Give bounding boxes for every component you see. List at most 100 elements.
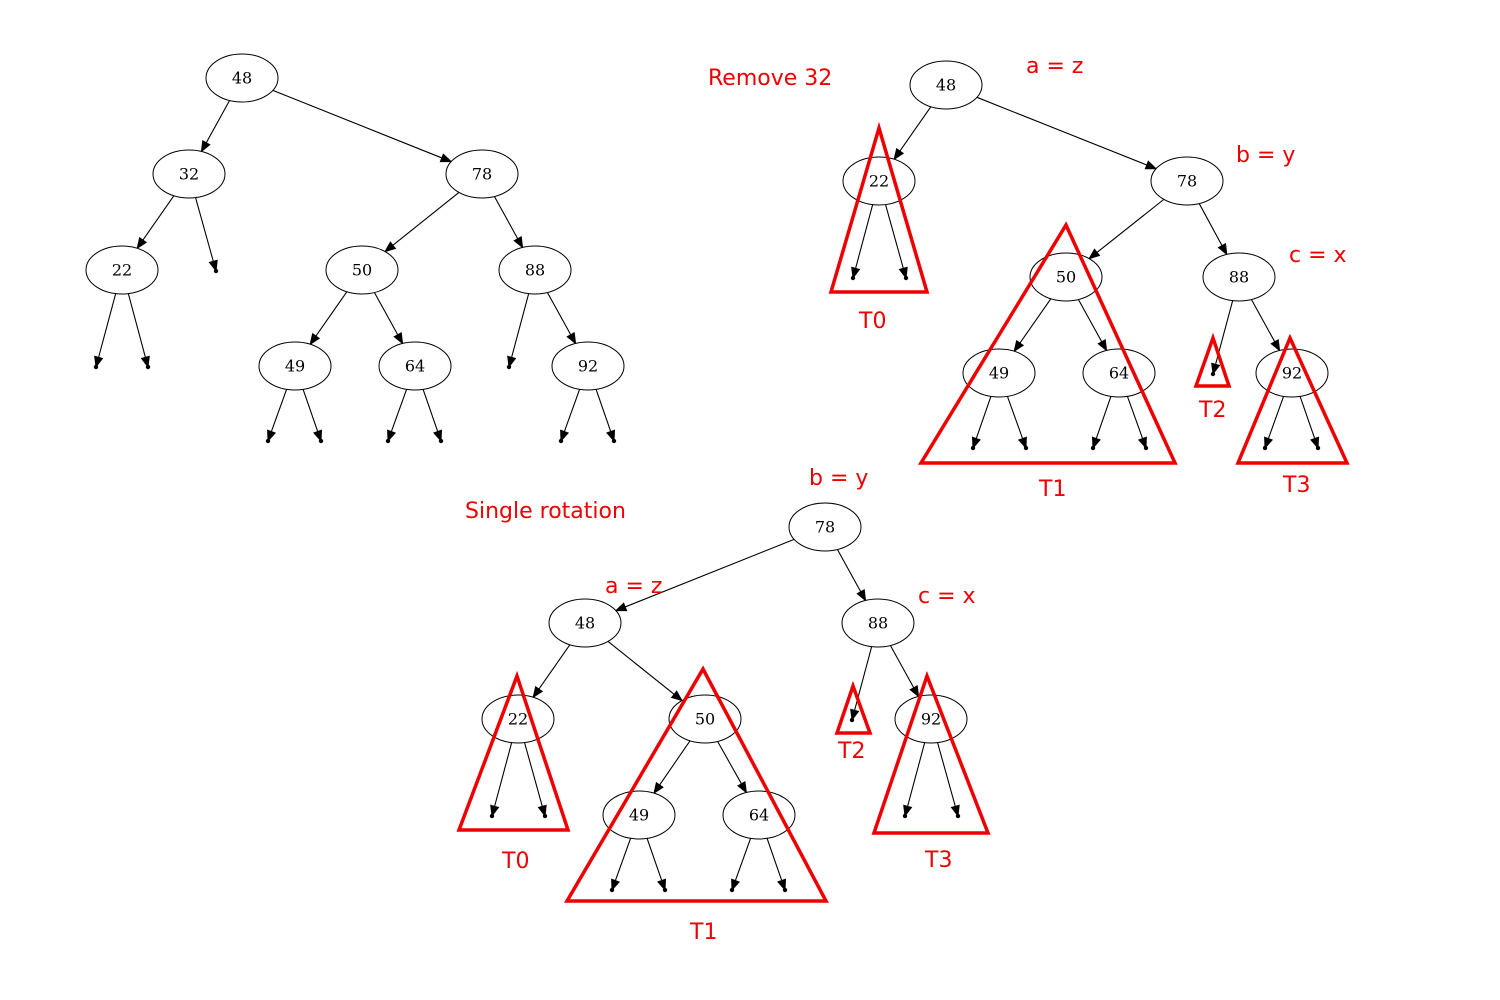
rotated-node-64-label: 64: [749, 806, 769, 825]
removed-edge-49-null-arrowhead: [971, 436, 981, 450]
original-edge-50-64: [373, 292, 399, 335]
rotated-node-78-ellipse: [788, 502, 862, 552]
rotated-node-49-ellipse: [602, 790, 676, 840]
original-node-64-ellipse: [378, 341, 452, 391]
original-node-32: 32: [152, 149, 226, 199]
original-node-22: 22: [85, 245, 159, 295]
original-null-leaf-22: [93, 364, 99, 370]
original-node-92: 92: [551, 341, 625, 391]
original-edge-50-64-arrowhead: [393, 331, 404, 345]
removed-label-t2: T2: [1198, 398, 1226, 423]
removed-node-50-label: 50: [1056, 268, 1076, 287]
original-edge-48-78-arrowhead: [439, 153, 453, 163]
rotated-edge-92-null: [907, 742, 926, 807]
removed-edge-48-78-arrowhead: [1144, 160, 1158, 170]
original-edge-22-null: [98, 293, 117, 358]
rotated-edge-50-64-arrowhead: [737, 781, 748, 794]
original-edge-92-null: [595, 389, 612, 432]
rotated-edge-22-null: [524, 742, 543, 807]
rotated-edge-22-null-arrowhead: [537, 804, 547, 818]
original-edge-64-null: [390, 389, 408, 432]
removed-edge-22-null: [855, 204, 874, 269]
original-edge-32-22: [142, 195, 175, 241]
removed-edge-64-null-arrowhead: [1091, 436, 1101, 450]
removed-node-48-label: 48: [936, 76, 956, 95]
original-node-50: 50: [325, 245, 399, 295]
rotated-edge-64-null: [734, 838, 752, 881]
original-null-leaf-49: [318, 438, 324, 444]
original-node-48: 48: [205, 53, 279, 103]
removed-edge-64-null: [1126, 396, 1144, 439]
original-edge-92-null: [563, 389, 581, 432]
rotated-null-leaf-92: [955, 813, 961, 819]
original-node-92-label: 92: [578, 357, 598, 376]
original-null-leaf-88: [506, 364, 512, 370]
original-node-32-label: 32: [179, 165, 199, 184]
original-edge-32-null: [195, 197, 214, 262]
original-node-88-ellipse: [498, 245, 572, 295]
rotated-null-leaf-88: [849, 717, 855, 723]
rotated-edge-49-null: [646, 838, 663, 881]
original-null-leaf-22: [145, 364, 151, 370]
rotated-node-48-label: 48: [575, 614, 595, 633]
rotated-node-88: 88: [841, 598, 915, 648]
removed-edge-22-null-arrowhead: [898, 266, 908, 280]
rotated-label-t0: T0: [501, 849, 529, 874]
removed-edge-50-64-arrowhead: [1097, 338, 1108, 352]
rotated-edge-50-49: [659, 740, 691, 786]
rotated-subtree-t2-triangle: [834, 680, 873, 735]
rotated-node-78: 78: [788, 502, 862, 552]
rotated-edge-48-22: [538, 644, 571, 690]
removed-edge-48-78: [976, 96, 1148, 166]
original-node-88: 88: [498, 245, 572, 295]
original-edge-49-null: [302, 389, 319, 432]
original-null-leaf-64: [438, 438, 444, 444]
original-edge-48-32: [205, 100, 231, 143]
removed-edge-78-50-arrowhead: [1088, 248, 1101, 260]
removed-edge-92-null-arrowhead: [1264, 436, 1274, 450]
rotated-node-88-label: 88: [868, 614, 888, 633]
removed-edge-64-null-arrowhead: [1137, 436, 1147, 450]
removed-node-78-ellipse: [1150, 156, 1224, 206]
rotated-edge-78-88-arrowhead: [856, 588, 867, 602]
removed-node-48: 48: [909, 60, 983, 110]
rotated-node-78-label: 78: [815, 518, 835, 537]
original-node-64-label: 64: [405, 357, 425, 376]
rotated-node-48-ellipse: [548, 598, 622, 648]
original-edge-92-null-arrowhead: [606, 429, 616, 443]
removed-edge-50-49: [1019, 298, 1052, 344]
removed-edge-92-null: [1267, 396, 1285, 439]
rotated-label-t3: T3: [924, 848, 952, 873]
original-node-50-ellipse: [325, 245, 399, 295]
removed-node-88-ellipse: [1202, 252, 1276, 302]
removed-edge-92-null-arrowhead: [1310, 436, 1320, 450]
original-null-leaf-32: [213, 268, 219, 274]
rotated-annotation-b-y: b = y: [809, 466, 868, 491]
rotated-edge-92-null-arrowhead: [903, 804, 913, 818]
original-edge-92-null-arrowhead: [560, 429, 570, 443]
rotated-null-leaf-49: [662, 887, 668, 893]
rotated-annotation-a-z: a = z: [605, 574, 662, 599]
original-node-78-label: 78: [472, 165, 492, 184]
removed-node-49-label: 49: [989, 364, 1009, 383]
rotated-edge-22-null: [494, 742, 513, 807]
rotated-edge-78-88: [836, 549, 862, 592]
rotated-edge-22-null-arrowhead: [490, 804, 500, 818]
removed-node-88-label: 88: [1229, 268, 1249, 287]
rotated-null-leaf-49: [609, 887, 615, 893]
original-edge-50-49: [315, 291, 348, 337]
rotated-node-50-label: 50: [695, 710, 715, 729]
removed-null-leaf-49: [1023, 445, 1029, 451]
rotated-edge-78-48: [624, 538, 795, 608]
rotated-edge-48-22-arrowhead: [532, 685, 544, 699]
removed-node-49-ellipse: [962, 348, 1036, 398]
removed-edge-92-null: [1299, 396, 1316, 439]
removed-label-t3: T3: [1282, 473, 1310, 498]
removed-node-64-ellipse: [1082, 348, 1156, 398]
rotated-node-64-ellipse: [722, 790, 796, 840]
original-edge-88-null: [511, 293, 530, 358]
original-node-92-ellipse: [551, 341, 625, 391]
original-node-32-ellipse: [152, 149, 226, 199]
